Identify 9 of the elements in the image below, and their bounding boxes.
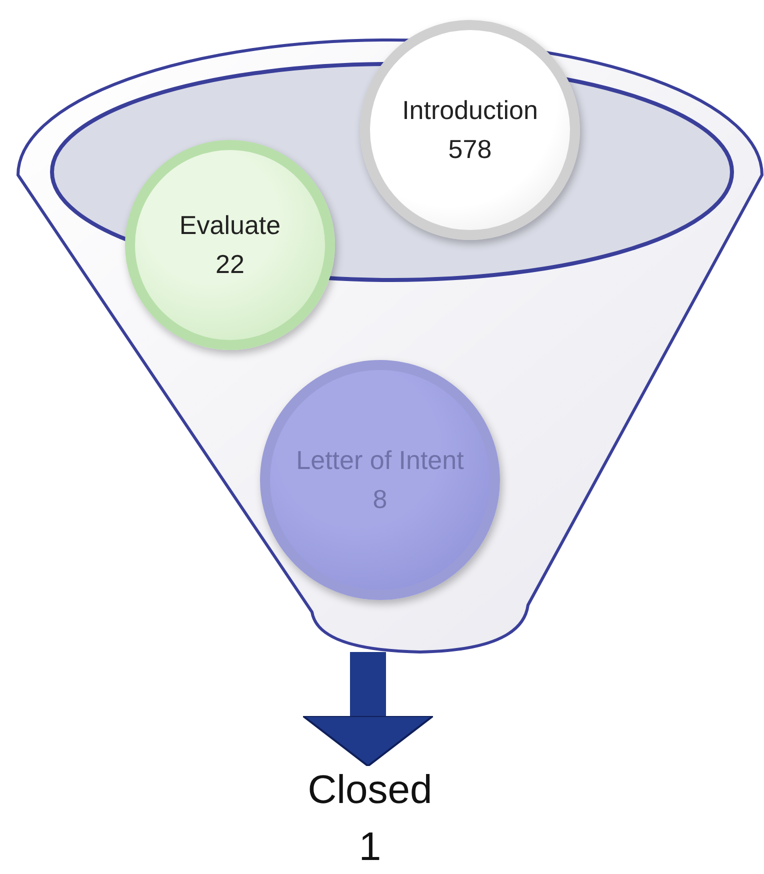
stage-count: 578 [448,134,492,165]
stage-name: Closed [308,768,432,813]
stage-count: 22 [216,249,244,280]
stage-name: Letter of Intent [296,445,464,476]
stage-name: Introduction [402,95,538,126]
stage-count: 8 [372,484,388,515]
stage-count: 1 [358,825,382,870]
stage-name: Evaluate [179,210,281,241]
block-arrow [302,652,434,767]
